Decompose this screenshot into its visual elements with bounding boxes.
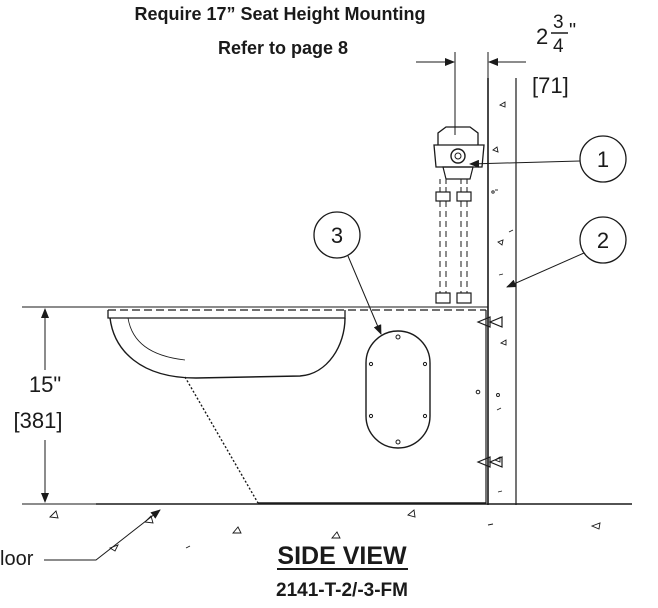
seat-height-dimension: 15" [381] [14,306,488,505]
callout-3: 3 [313,211,382,335]
height-dim-inches: 15" [29,372,61,397]
callout-1-circle [579,135,627,183]
wall-thickness-dimension: 2 3 4 " [71] [416,12,576,135]
floor [49,503,632,552]
toilet-trapway [184,376,259,504]
wall-dim-inch-mark: " [569,20,576,42]
floor-leader [44,509,161,561]
mounting-note-line2: Refer to page 8 [218,38,348,58]
callout-3-leader [347,255,382,335]
wall-bolt-upper [476,316,503,328]
view-title: SIDE VIEW [277,542,407,570]
valve-fitting-upper-right [456,191,472,202]
wall-bolt-lower [476,456,503,468]
valve-fitting-lower-left [435,292,451,304]
toilet-bowl-rim [107,310,346,319]
flush-valve [433,126,485,304]
valve-body [433,144,485,168]
callout-1: 1 [469,135,627,183]
valve-handle [450,148,466,164]
floor-label-group: loor [0,509,161,570]
callout-3-circle [313,211,361,259]
wall [487,78,517,505]
valve-fitting-lower-right [456,292,472,304]
wall-dim-numerator: 3 [553,12,564,33]
callout-3-label: 3 [331,223,343,248]
valve-cap [437,126,479,145]
toilet-bowl-outline [109,317,346,379]
mounting-note-line1: Require 17” Seat Height Mounting [134,4,425,24]
callout-2-circle [579,216,627,264]
valve-fitting-upper-left [435,191,451,202]
wall-concrete-hatch [491,101,514,493]
callout-2-leader [506,252,585,288]
height-dim-mm: [381] [14,408,63,433]
model-number: 2141-T-2/-3-FM [276,580,408,601]
toilet-fixture [107,309,503,504]
wall-dim-whole: 2 [536,24,548,49]
toilet-bowl-inner [127,317,186,361]
floor-label: loor [0,548,34,570]
callout-2-label: 2 [597,228,609,253]
callout-2: 2 [506,216,627,288]
wall-dim-mm: [71] [532,73,569,98]
callout-1-label: 1 [597,147,609,172]
wall-dim-denominator: 4 [553,36,564,57]
floor-concrete-hatch [49,509,601,552]
access-panel [365,330,431,449]
callout-1-leader [469,159,581,168]
